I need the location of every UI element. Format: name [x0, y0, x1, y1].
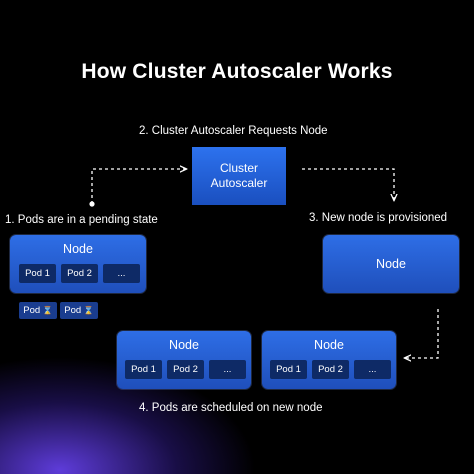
hourglass-icon: ⌛	[83, 306, 94, 315]
scheduled-node-right: Node Pod 1 Pod 2 ...	[262, 331, 396, 389]
pod-row: Pod 1 Pod 2 ...	[125, 360, 246, 379]
pod-2: Pod 2	[312, 360, 349, 379]
autoscaler-label-line1: Cluster	[219, 161, 258, 175]
step-3-caption: 3. New node is provisioned	[309, 212, 448, 224]
step-2-caption: 2. Cluster Autoscaler Requests Node	[139, 125, 328, 137]
pod-more: ...	[103, 264, 140, 283]
pod-row: Pod 1 Pod 2 ...	[270, 360, 391, 379]
pod-more: ...	[209, 360, 246, 379]
step-1-caption: 1. Pods are in a pending state	[5, 214, 158, 226]
node-title: Node	[169, 338, 199, 352]
pod-1: Pod 1	[19, 264, 56, 283]
pod-1: Pod 1	[125, 360, 162, 379]
step-4-caption: 4. Pods are scheduled on new node	[139, 402, 323, 414]
scheduled-node-left: Node Pod 1 Pod 2 ...	[117, 331, 251, 389]
pending-pod: Pod ⌛	[60, 302, 98, 319]
autoscaler-label-line2: Autoscaler	[210, 176, 268, 190]
pod-more: ...	[354, 360, 391, 379]
arrow-to-new-node	[302, 168, 394, 200]
arrow-to-scheduled-node	[405, 309, 439, 358]
hourglass-icon: ⌛	[42, 306, 53, 315]
node-title: Node	[376, 257, 406, 271]
page-title: How Cluster Autoscaler Works	[81, 60, 393, 83]
pending-pod-label: Pod	[64, 305, 82, 316]
cluster-autoscaler-box: Cluster Autoscaler	[192, 147, 286, 205]
new-node: Node	[323, 235, 459, 293]
pod-2: Pod 2	[167, 360, 204, 379]
pending-pod-label: Pod	[23, 305, 41, 316]
pending-pod: Pod ⌛	[19, 302, 57, 319]
pod-2: Pod 2	[61, 264, 98, 283]
node-title: Node	[314, 338, 344, 352]
arrow-to-autoscaler	[91, 169, 186, 204]
node-title: Node	[63, 242, 93, 256]
original-node: Node Pod 1 Pod 2 ...	[10, 235, 146, 293]
pod-1: Pod 1	[270, 360, 307, 379]
pod-row: Pod 1 Pod 2 ...	[19, 264, 140, 283]
connector-start-dot	[89, 201, 95, 207]
